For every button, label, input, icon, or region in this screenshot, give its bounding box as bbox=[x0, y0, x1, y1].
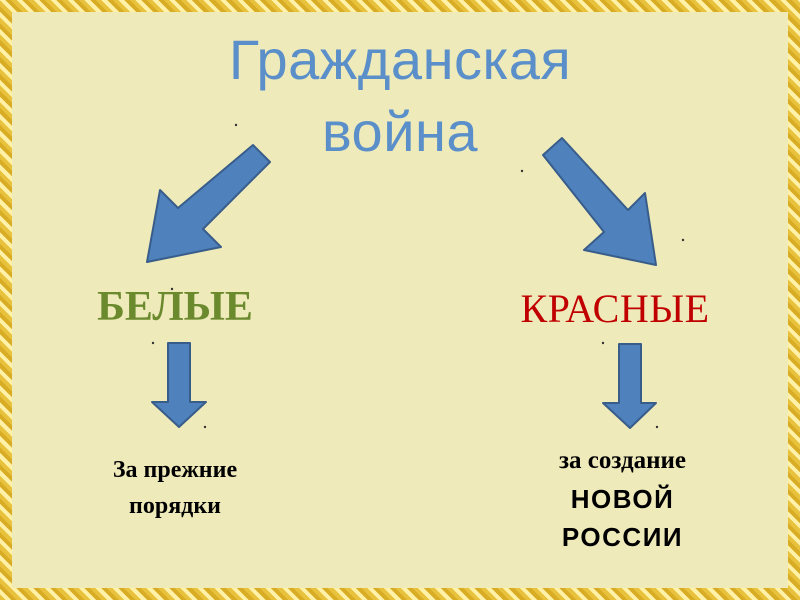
arrow-down-left-icon bbox=[151, 342, 207, 428]
slide-title: Гражданская война bbox=[150, 24, 650, 168]
handle-dot bbox=[681, 238, 685, 242]
handle-dot bbox=[151, 341, 155, 345]
goal-whites-line-1: За прежние bbox=[112, 457, 238, 483]
handle-dot bbox=[520, 169, 524, 173]
handle-dot bbox=[655, 425, 659, 429]
goal-reds-line-1: за создание bbox=[558, 447, 687, 474]
arrow-diagonal-right-icon bbox=[542, 137, 657, 266]
arrow-diagonal-left-icon bbox=[146, 144, 271, 263]
goal-whites: За прежние порядки bbox=[50, 452, 300, 524]
label-whites: БЕЛЫЕ bbox=[97, 284, 253, 330]
title-line-1: Гражданская bbox=[228, 28, 572, 91]
arrow-down-right-icon bbox=[602, 343, 657, 429]
goal-reds-line-3: РОССИИ bbox=[561, 522, 684, 552]
label-reds: КРАСНЫЕ bbox=[520, 286, 710, 331]
handle-dot bbox=[234, 123, 238, 127]
handle-dot bbox=[601, 341, 605, 345]
goal-reds-line-2: НОВОЙ bbox=[570, 484, 675, 514]
title-line-2: война bbox=[321, 100, 479, 163]
goal-reds: за создание НОВОЙ РОССИИ bbox=[490, 442, 755, 556]
handle-dot bbox=[170, 287, 174, 291]
goal-whites-line-2: порядки bbox=[129, 493, 221, 519]
handle-dot bbox=[203, 425, 207, 429]
